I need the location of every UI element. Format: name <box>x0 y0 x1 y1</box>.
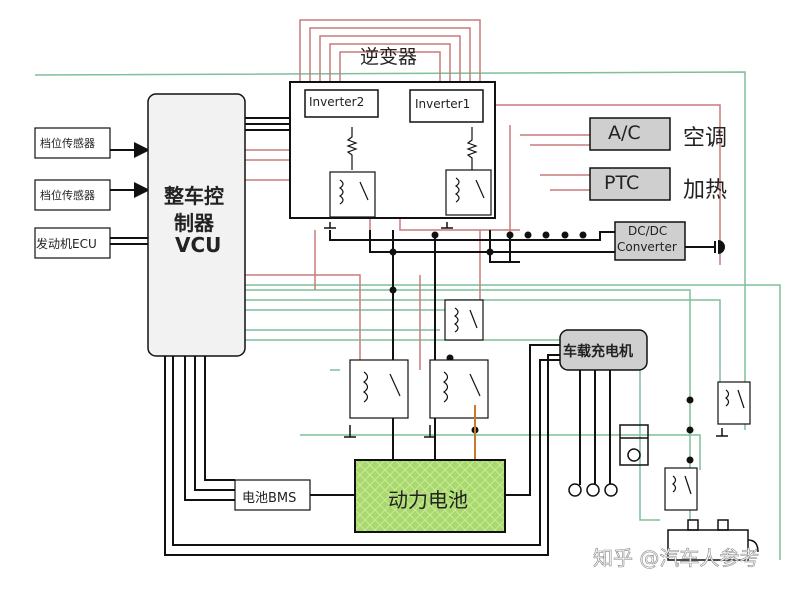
bms-box <box>234 479 311 511</box>
dcdc-label-1: DC/DC <box>628 224 668 238</box>
vcu-label-2: 制器 <box>174 211 214 235</box>
ac-desc-label: 空调 <box>683 126 728 151</box>
sensor1-label: 档位传感器 <box>40 137 95 150</box>
sensor2-box <box>34 179 111 211</box>
ground-icon <box>324 222 728 438</box>
battery-label: 动力电池 <box>388 488 468 512</box>
signal-lines-red <box>245 19 721 370</box>
dcdc-label-2: Converter <box>617 240 677 254</box>
vcu-label-1: 整车控 <box>164 184 224 208</box>
relay-coil-icon <box>338 177 745 495</box>
sensor1-box <box>34 127 111 159</box>
resistor-icon <box>346 127 478 170</box>
battery-box <box>354 459 506 533</box>
ptc-desc-label: 加热 <box>683 178 728 203</box>
inverter-group-label: 逆变器 <box>360 46 418 68</box>
inverter1-label: Inverter1 <box>415 97 471 111</box>
relay-icon <box>329 169 751 511</box>
ptc-box <box>589 167 671 201</box>
dcdc-box <box>614 221 686 261</box>
watermark: 知乎 @汽车人参考 <box>593 546 760 571</box>
sensor2-label: 档位传感器 <box>40 189 95 202</box>
obc-label: 车载充电机 <box>563 344 633 360</box>
connector-device-icon <box>667 519 759 561</box>
engine-ecu-box <box>34 227 111 259</box>
charge-terminal-icon <box>568 483 618 497</box>
inverter1-box <box>409 89 484 123</box>
obc-box <box>559 329 648 371</box>
ac-box <box>589 117 671 151</box>
switch-device-icon <box>619 424 649 466</box>
dcdc-ground-icon <box>714 240 725 254</box>
ptc-label: PTC <box>604 172 640 194</box>
bms-label: 电池BMS <box>242 491 297 506</box>
inverter2-label: Inverter2 <box>309 95 365 109</box>
inverter2-box <box>304 89 379 118</box>
ac-label: A/C <box>608 122 641 144</box>
vcu-box <box>147 93 246 357</box>
power-wires <box>110 117 715 556</box>
engine-ecu-label: 发动机ECU <box>36 237 97 251</box>
vcu-label-3: VCU <box>175 233 222 257</box>
